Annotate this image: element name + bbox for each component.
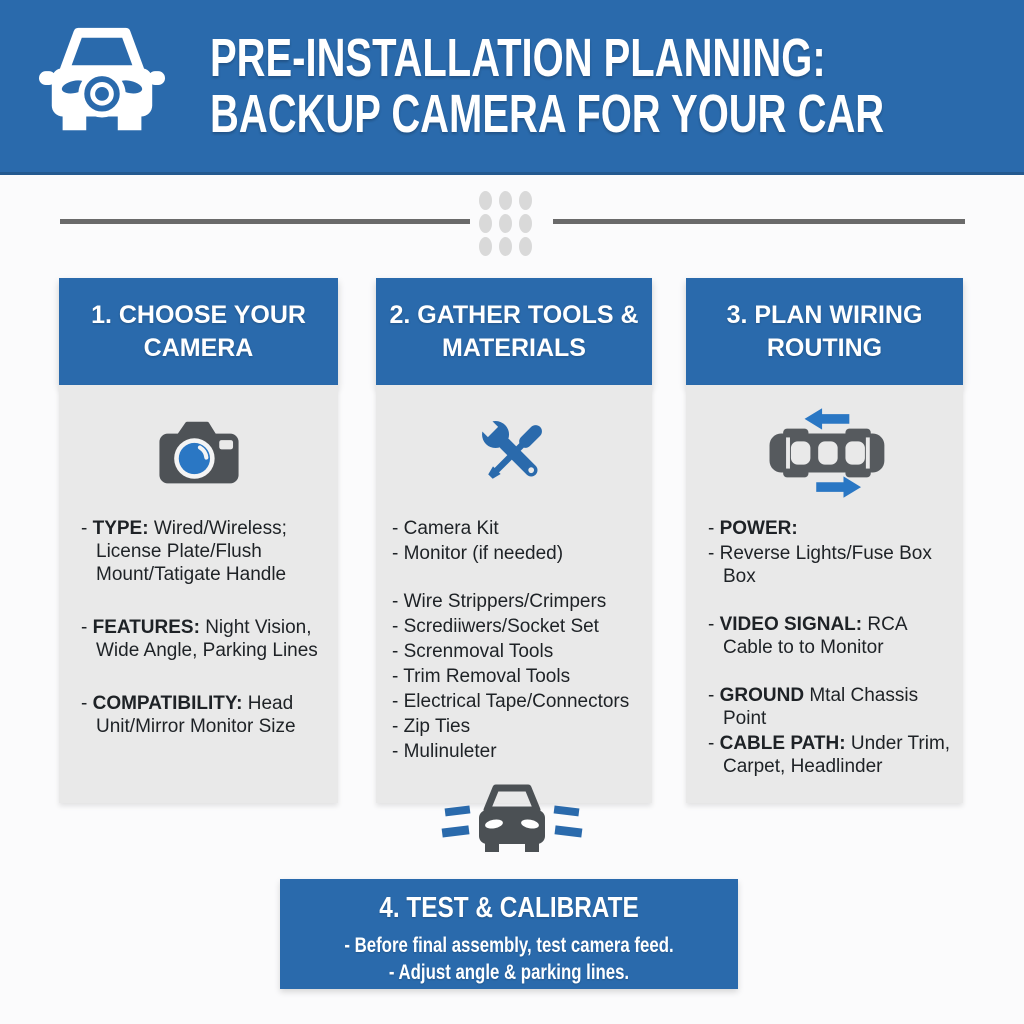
step-1-body: - TYPE: Wired/Wireless; License Plate/Fl… xyxy=(59,385,338,803)
divider-line-left xyxy=(60,219,470,224)
camera-icon xyxy=(158,421,239,484)
step-4-line-1: - Before final assembly, test camera fee… xyxy=(344,934,674,957)
step-3-list: - POWER: - Reverse Lights/Fuse Box Box -… xyxy=(686,517,963,778)
list-item: - COMPATIBILITY: Head Unit/Mirror Monito… xyxy=(81,693,296,737)
step-4-card: 4. TEST & CALIBRATE - Before final assem… xyxy=(280,879,738,989)
step-2-card: 2. GATHER TOOLS & MATERIALS xyxy=(376,278,652,803)
step-3-card: 3. PLAN WIRING ROUTING xyxy=(686,278,963,803)
car-parking-lines-icon xyxy=(441,784,583,852)
step-1-list: - TYPE: Wired/Wireless; License Plate/Fl… xyxy=(59,517,338,738)
list-item: - Wire Strippers/Crimpers xyxy=(392,591,607,612)
title-line-2: BACKUP CAMERA FOR YOUR CAR xyxy=(210,84,885,144)
list-item: - FEATURES: Night Vision, Wide Angle, Pa… xyxy=(81,617,318,661)
page-title: PRE-INSTALLATION PLANNING: BACKUP CAMERA… xyxy=(210,30,1024,142)
list-item: - POWER: xyxy=(708,518,798,539)
divider-line-right xyxy=(553,219,965,224)
list-item: - VIDEO SIGNAL: RCA Cable to to Monitor xyxy=(708,614,907,658)
list-item: - Mulinuleter xyxy=(392,741,497,762)
list-item: - Camera Kit xyxy=(392,518,499,539)
step-1-card: 1. CHOOSE YOUR CAMERA - TYPE: Wired/Wire… xyxy=(59,278,338,803)
header-banner: PRE-INSTALLATION PLANNING: BACKUP CAMERA… xyxy=(0,0,1024,175)
step-4-title: 4. TEST & CALIBRATE xyxy=(379,892,639,924)
car-routing-icon xyxy=(769,408,884,498)
list-item: - Electrical Tape/Connectors xyxy=(392,691,630,712)
step-2-title: 2. GATHER TOOLS & MATERIALS xyxy=(376,278,652,385)
list-item: - Zip Ties xyxy=(392,716,471,737)
title-line-1: PRE-INSTALLATION PLANNING: xyxy=(210,28,826,88)
step-4-line-2: - Adjust angle & parking lines. xyxy=(388,961,630,984)
list-item: - Reverse Lights/Fuse Box Box xyxy=(708,543,932,587)
tools-icon xyxy=(477,416,542,479)
list-item: - GROUND Mtal Chassis Point xyxy=(708,685,919,729)
step-2-list: - Camera Kit - Monitor (if needed) - Wir… xyxy=(376,517,652,763)
list-item: - CABLE PATH: Under Trim, Carpet, Headli… xyxy=(708,733,951,777)
list-item: - Scrediiwers/Socket Set xyxy=(392,616,599,637)
list-item: - Screnmoval Tools xyxy=(392,641,554,662)
list-item: - Monitor (if needed) xyxy=(392,543,564,564)
list-item: - Trim Removal Tools xyxy=(392,666,571,687)
step-3-title: 3. PLAN WIRING ROUTING xyxy=(686,278,963,385)
list-item: - TYPE: Wired/Wireless; License Plate/Fl… xyxy=(81,518,287,585)
step-3-body: - POWER: - Reverse Lights/Fuse Box Box -… xyxy=(686,385,963,803)
car-camera-icon xyxy=(38,27,166,131)
step-1-title: 1. CHOOSE YOUR CAMERA xyxy=(59,278,338,385)
step-2-body: - Camera Kit - Monitor (if needed) - Wir… xyxy=(376,385,652,803)
divider-dots-icon xyxy=(479,191,532,256)
